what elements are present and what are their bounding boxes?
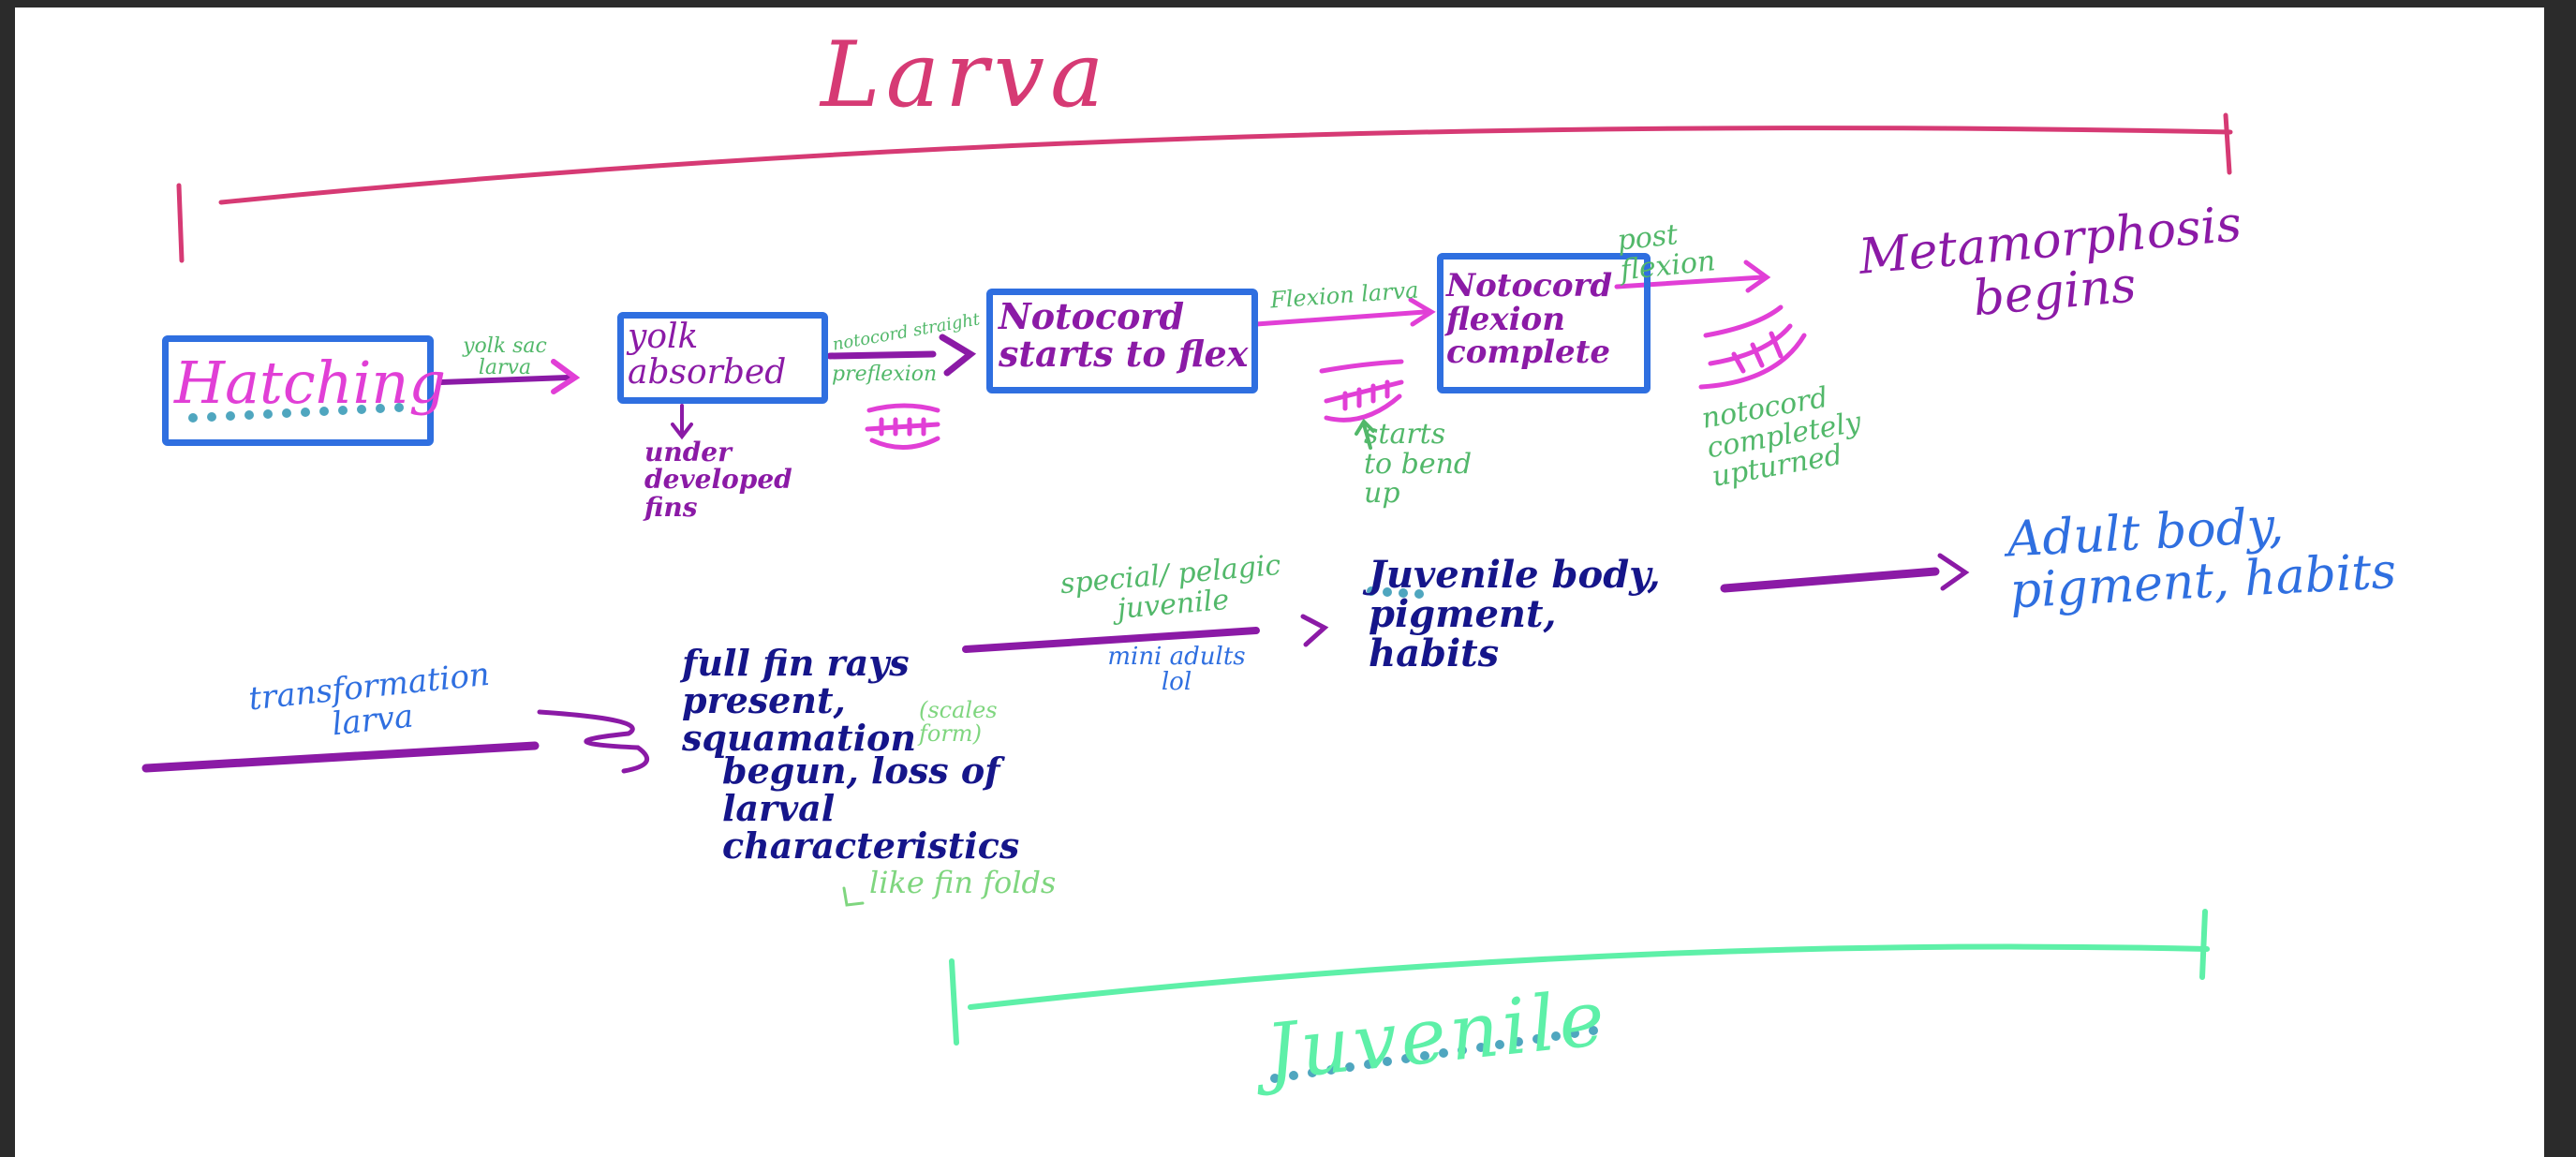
stage-hatching: Hatching: [174, 349, 447, 417]
stage-notocord-complete: Notocord flexion complete: [1446, 267, 1613, 372]
note-like-fin-folds: like fin folds: [869, 865, 1057, 900]
note-juvenile-body: Juvenile body, pigment, habits: [1369, 553, 1661, 675]
bend-up-hook: [1355, 418, 1375, 450]
stage-box-notocord-starts: [986, 289, 1258, 393]
juvenile-dots: [1270, 1026, 1598, 1083]
stage-box-hatching: [162, 335, 434, 446]
label-yolk-sac-larva: yolk sac larva: [463, 334, 547, 380]
larva-bracket: [176, 112, 2233, 263]
stage-box-yolk: [617, 312, 828, 404]
whiteboard-canvas: Larva Juvenile Hatching yolk absorbed No…: [15, 7, 2544, 1157]
arrow-postflexion: [1614, 260, 1771, 293]
label-preflexion: preflexion: [832, 363, 938, 386]
note-under-developed-fins: under developed fins: [644, 437, 792, 523]
juvenile-body-dots: [1367, 586, 1424, 599]
stage-yolk-absorbed: yolk absorbed: [628, 318, 787, 392]
tail-sketch-preflexion: [865, 403, 940, 451]
diagram-strokes: [141, 112, 2233, 1083]
note-starts-to-bend-up: starts to bend up: [1364, 418, 1473, 510]
fin-folds-hook: [842, 886, 865, 907]
arrow-hatching-yolk: [438, 359, 581, 394]
juvenile-bracket: [949, 909, 2210, 1046]
arrow-down-yolk: [671, 404, 693, 440]
larva-title: Larva: [821, 22, 1110, 127]
tail-sketch-flexion: [1319, 359, 1404, 423]
note-full-fin-rays: full fin rays present, squamation: [682, 642, 917, 759]
arrow-to-adult: [1720, 553, 1970, 593]
arrow-notocord-flexion: [1253, 297, 1436, 327]
note-adult-body: Adult body, pigment, habits: [2006, 497, 2398, 620]
hatching-dots: [188, 403, 404, 423]
stage-box-notocord-complete: [1437, 253, 1651, 393]
note-begun-loss: begun, loss of larval characteristics: [722, 749, 1020, 867]
note-scales-form: (scales form): [919, 697, 998, 748]
label-post-flexion: post flexion: [1615, 218, 1717, 288]
stage-notocord-starts: Notocord starts to flex: [999, 295, 1249, 375]
arrow-yolk-notocord: [826, 334, 977, 377]
note-mini-adults: mini adults lol: [1107, 643, 1246, 697]
arrow-special-pelagic: [962, 614, 1329, 653]
arrow-transformation: [141, 709, 650, 774]
tail-sketch-postflexion: [1698, 304, 1807, 390]
